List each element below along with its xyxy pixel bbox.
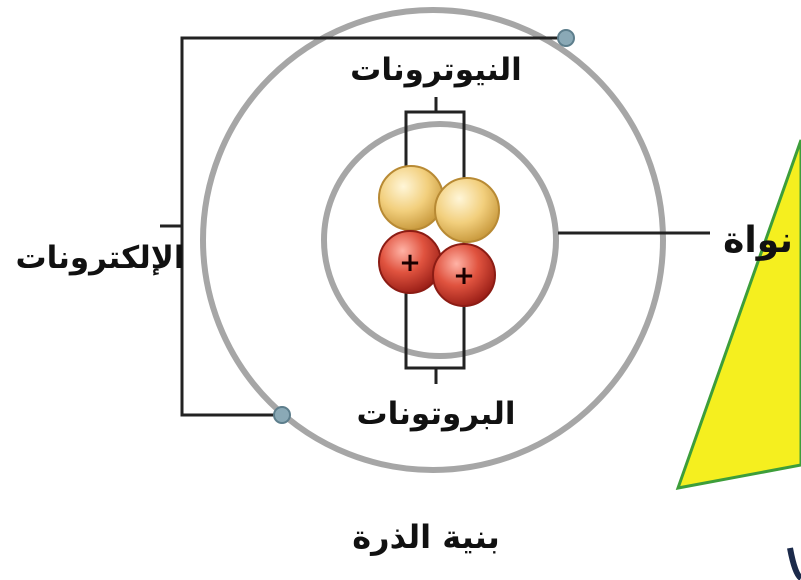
proton-right [432,243,496,307]
outer-electron-orbit [200,7,666,473]
protons-label: البروتونات [357,396,516,432]
neutron-left [378,165,444,231]
electron-bottom [273,406,291,424]
nucleus-label: نواة [723,220,793,261]
inner-orbit [321,121,559,359]
diagram-caption: بنية الذرة [352,518,499,556]
neutron-right [434,177,500,243]
electrons-leader-line [180,36,566,417]
dark-corner-accent [787,547,801,580]
proton-left-sign: + [399,248,421,278]
electrons-label: الإلكترونات [15,240,184,276]
neutrons-label: النيوترونات [350,52,522,88]
electron-top [557,29,575,47]
proton-right-sign: + [453,261,475,291]
yellow-accent-triangle [675,139,801,490]
